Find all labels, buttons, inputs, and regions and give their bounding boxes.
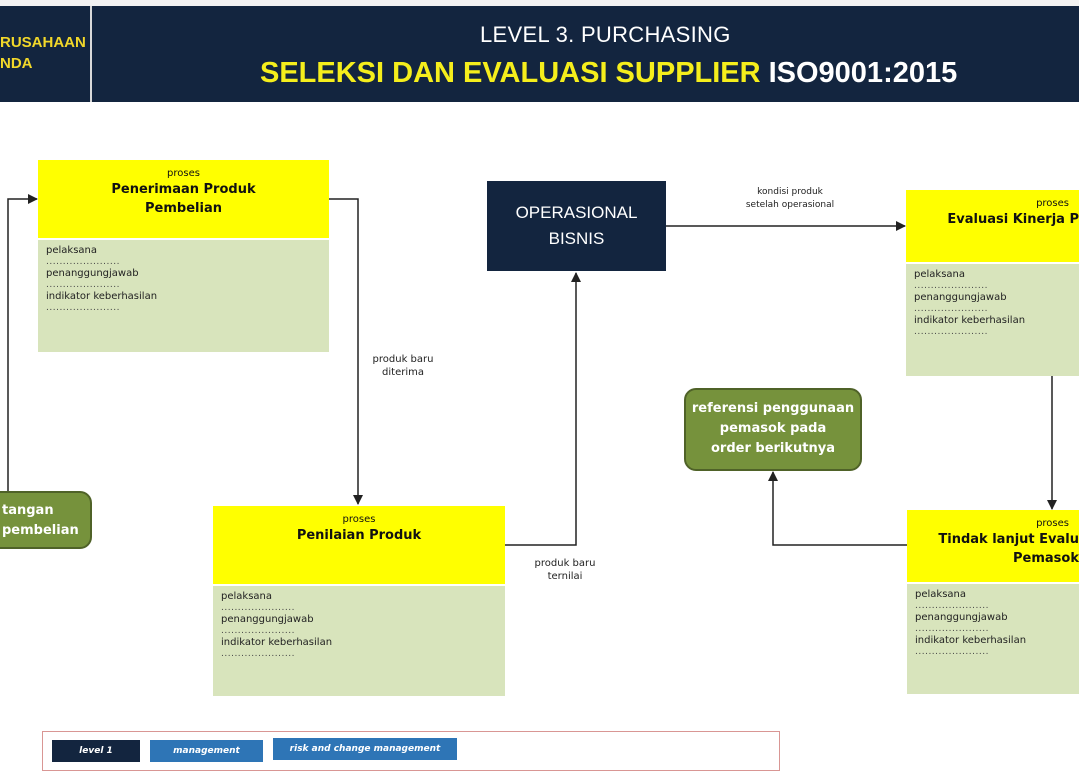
process-penerimaan-header: proses Penerimaan Produk Pembelian [38,160,329,238]
detail-indikator: indikator keberhasilan [46,291,158,302]
label-produk-ternilai: produk baru ternilai [522,557,608,583]
label-line-1: kondisi produk [757,187,823,197]
detail-pelaksana: pelaksana [46,245,98,256]
process-tindak-details: pelaksana ...................... penangg… [907,584,1079,694]
process-penerimaan-details: pelaksana ...................... penangg… [38,240,329,352]
label-line-1: produk baru [372,354,434,365]
detail-dots: ...................... [915,624,989,634]
process-tag: proses [1036,518,1069,529]
label-line-2: ternilai [547,571,583,582]
detail-dots: ...................... [46,303,120,313]
arrow-penerimaan-to-penilaian [329,198,363,505]
label-line-2: diterima [382,367,424,378]
operasional-line-1: OPERASIONAL [515,203,638,222]
header-banner: RUSAHAAN NDA LEVEL 3. PURCHASING SELEKSI… [0,6,1079,102]
legend-panel: level 1 management risk and change manag… [42,731,780,771]
label-line-2: setelah operasional [745,200,835,210]
referensi-line-1: referensi penggunaan [691,401,855,416]
process-tag: proses [167,168,200,179]
referensi-line-3: order berikutnya [710,441,835,456]
company-name: RUSAHAAN NDA [0,32,86,74]
arrow-kedatangan-to-penerimaan [7,194,38,492]
detail-dots: ...................... [915,647,989,657]
process-name-line-2: Pemasok [1013,551,1079,566]
process-name-line-1: Penilaian Produk [296,528,422,543]
detail-dots: ...................... [914,327,988,337]
arrow-tindak-to-referensi [768,471,907,546]
detail-dots: ...................... [914,281,988,291]
process-tindak-header: proses Tindak lanjut Evalu Pemasok [907,510,1079,582]
detail-dots: ...................... [46,257,120,267]
process-evaluasi-header: proses Evaluasi Kinerja P [906,190,1079,262]
kedatangan-line-1: tangan [2,503,54,518]
label-produk-diterima: produk baru diterima [360,353,446,379]
process-name-line-2: Pembelian [145,201,222,216]
legend-level[interactable]: level 1 [52,740,140,762]
referensi-pemasok-box: referensi penggunaan pemasok pada order … [684,388,862,471]
detail-dots: ...................... [914,304,988,314]
legend-risk-change[interactable]: risk and change management [273,738,457,760]
detail-penanggungjawab: penanggungjawab [914,292,1007,303]
process-name-line-1: Penerimaan Produk [111,182,256,197]
detail-penanggungjawab: penanggungjawab [46,268,139,279]
title-standard: ISO9001:2015 [768,57,958,89]
process-name-line-1: Tindak lanjut Evalu [938,532,1079,547]
company-line-1: RUSAHAAN [0,34,86,51]
process-penilaian-header: proses Penilaian Produk [213,506,505,584]
process-tag: proses [342,514,376,525]
detail-pelaksana: pelaksana [914,269,966,280]
legend-management[interactable]: management [150,740,263,762]
detail-indikator: indikator keberhasilan [915,635,1027,646]
detail-dots: ...................... [915,601,989,611]
operasional-line-2: BISNIS [548,229,605,248]
process-penilaian-details: pelaksana ...................... penangg… [213,586,505,696]
detail-dots: ...................... [46,280,120,290]
detail-dots: ...................... [221,603,295,613]
detail-penanggungjawab: penanggungjawab [915,612,1008,623]
referensi-line-2: pemasok pada [719,421,827,436]
kedatangan-line-2: pembelian [2,523,79,538]
process-tag: proses [1036,198,1069,209]
kedatangan-pembelian-box: tangan pembelian [0,491,92,549]
detail-penanggungjawab: penanggungjawab [221,614,314,625]
process-name-line-1: Evaluasi Kinerja P [947,212,1079,227]
detail-pelaksana: pelaksana [915,589,967,600]
label-kondisi-produk: kondisi produk setelah operasional [720,186,860,212]
arrow-penilaian-to-operasional [505,272,581,546]
title-yellow: SELEKSI DAN EVALUASI SUPPLIER [260,57,761,89]
detail-indikator: indikator keberhasilan [914,315,1026,326]
header-divider [90,6,92,102]
operasional-bisnis-box: OPERASIONAL BISNIS [487,181,666,271]
company-line-2: NDA [0,55,33,72]
level-title: LEVEL 3. PURCHASING [480,22,731,47]
label-line-1: produk baru [534,558,596,569]
process-evaluasi-details: pelaksana ...................... penangg… [906,264,1079,376]
detail-indikator: indikator keberhasilan [221,637,333,648]
detail-pelaksana: pelaksana [221,591,273,602]
detail-dots: ...................... [221,649,295,659]
detail-dots: ...................... [221,626,295,636]
